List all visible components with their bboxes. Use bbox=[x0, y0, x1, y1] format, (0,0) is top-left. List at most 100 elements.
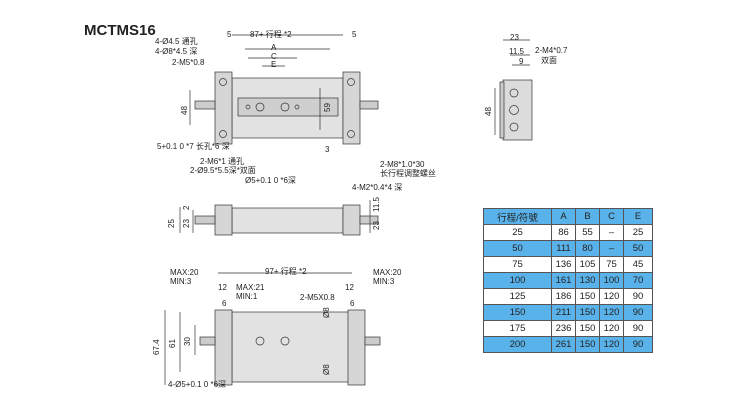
dim-9: 9 bbox=[519, 57, 524, 66]
dim-59: 59 bbox=[323, 103, 332, 112]
table-cell: 150 bbox=[575, 288, 600, 305]
dim-67-4: 67.4 bbox=[152, 339, 161, 355]
header-a: A bbox=[551, 208, 576, 225]
header-c: C bbox=[599, 208, 624, 225]
dim-48: 48 bbox=[180, 106, 189, 115]
dim-total: 87+ 行程 *2 bbox=[250, 30, 292, 39]
dim-23-right: 23 bbox=[372, 221, 381, 230]
m4-label-2: 双面 bbox=[541, 56, 557, 65]
dim-total: 97+ 行程 *2 bbox=[265, 267, 307, 276]
table-cell: 211 bbox=[551, 304, 576, 321]
min-left: MIN:3 bbox=[170, 277, 192, 286]
table-cell: 186 bbox=[551, 288, 576, 305]
table-cell: 136 bbox=[551, 256, 576, 273]
hole-label-2: 4-Ø8*4.5 深 bbox=[155, 47, 198, 56]
dim-48: 48 bbox=[484, 107, 493, 116]
slot-label: 5+0.1 0 *7 长孔*6 深 bbox=[157, 142, 230, 151]
table-cell: 55 bbox=[575, 224, 600, 241]
bottom-view bbox=[164, 272, 381, 386]
dim-6-right: 6 bbox=[350, 299, 355, 308]
table-cell: 45 bbox=[623, 256, 653, 273]
dim-c: C bbox=[271, 52, 277, 61]
table-cell: 120 bbox=[599, 288, 624, 305]
dim-12-right: 12 bbox=[345, 283, 354, 292]
model-title: MCTMS16 bbox=[84, 22, 156, 39]
table-cell: 175 bbox=[483, 320, 552, 337]
table-cell: 150 bbox=[575, 320, 600, 337]
table-cell: 120 bbox=[599, 320, 624, 337]
dia-8-top: Ø8 bbox=[322, 307, 331, 318]
header-stroke: 行程/符號 bbox=[483, 208, 552, 225]
table-cell: 111 bbox=[551, 240, 576, 257]
dim-25: 25 bbox=[167, 219, 176, 228]
counterbore-label: 2-Ø9.5*5.5深*双面 bbox=[190, 166, 256, 175]
table-cell: 25 bbox=[483, 224, 552, 241]
m4-label: 2-M4*0.7 bbox=[535, 46, 568, 55]
table-header-row: 行程/符號 A B C E bbox=[483, 208, 653, 225]
min-1: MIN:1 bbox=[236, 292, 258, 301]
table-cell: 150 bbox=[575, 304, 600, 321]
table-cell: 161 bbox=[551, 272, 576, 289]
dim-3: 3 bbox=[325, 145, 330, 154]
dim-a: A bbox=[271, 43, 277, 52]
dim-11-5: 11.5 bbox=[509, 47, 524, 56]
dim-30: 30 bbox=[183, 337, 192, 346]
table-cell: 125 bbox=[483, 288, 552, 305]
pin-label: Ø5+0.1 0 *6深 bbox=[245, 176, 296, 185]
table-cell: 90 bbox=[623, 304, 653, 321]
table-cell: 120 bbox=[599, 336, 624, 353]
table-cell: 130 bbox=[575, 272, 600, 289]
table-cell: 100 bbox=[599, 272, 624, 289]
table-cell: 100 bbox=[483, 272, 552, 289]
dim-61: 61 bbox=[168, 339, 177, 348]
max-left: MAX:20 bbox=[170, 268, 199, 277]
top-view bbox=[189, 34, 379, 145]
dim-23: 23 bbox=[510, 33, 519, 42]
header-b: B bbox=[575, 208, 600, 225]
table-cell: 90 bbox=[623, 288, 653, 305]
dim-11-5: 11.5 bbox=[372, 197, 381, 212]
table-cell: 70 bbox=[623, 272, 653, 289]
table-cell: 86 bbox=[551, 224, 576, 241]
m6-label: 2-M6*1 通孔 bbox=[200, 157, 245, 166]
max-right: MAX:20 bbox=[373, 268, 402, 277]
table-cell: – bbox=[599, 224, 624, 241]
m5-label: 2-M5X0.8 bbox=[300, 293, 335, 302]
table-cell: 50 bbox=[483, 240, 552, 257]
table-cell: 25 bbox=[623, 224, 653, 241]
dim-23: 23 bbox=[182, 219, 191, 228]
dia-8-bottom: Ø8 bbox=[322, 364, 331, 375]
pin-label: 4-Ø5+0.1 0 *6深 bbox=[168, 380, 227, 389]
dim-e: E bbox=[271, 60, 277, 69]
table-cell: – bbox=[599, 240, 624, 257]
m5-label: 2-M5*0.8 bbox=[172, 58, 205, 67]
side-view bbox=[179, 200, 379, 236]
max-21: MAX:21 bbox=[236, 283, 265, 292]
table-cell: 120 bbox=[599, 304, 624, 321]
dim-2: 2 bbox=[182, 205, 191, 210]
dim-6-left: 6 bbox=[222, 299, 227, 308]
table-cell: 150 bbox=[483, 304, 552, 321]
table-cell: 50 bbox=[623, 240, 653, 257]
min-right: MIN:3 bbox=[373, 277, 395, 286]
table-cell: 236 bbox=[551, 320, 576, 337]
dim-right: 5 bbox=[352, 30, 357, 39]
table-cell: 261 bbox=[551, 336, 576, 353]
table-cell: 200 bbox=[483, 336, 552, 353]
table-cell: 75 bbox=[483, 256, 552, 273]
dim-left: 5 bbox=[227, 30, 232, 39]
hole-label-1: 4-Ø4.5 通孔 bbox=[155, 37, 198, 46]
dim-12-left: 12 bbox=[218, 283, 227, 292]
table-cell: 105 bbox=[575, 256, 600, 273]
table-cell: 150 bbox=[575, 336, 600, 353]
table-cell: 80 bbox=[575, 240, 600, 257]
table-cell: 90 bbox=[623, 320, 653, 337]
